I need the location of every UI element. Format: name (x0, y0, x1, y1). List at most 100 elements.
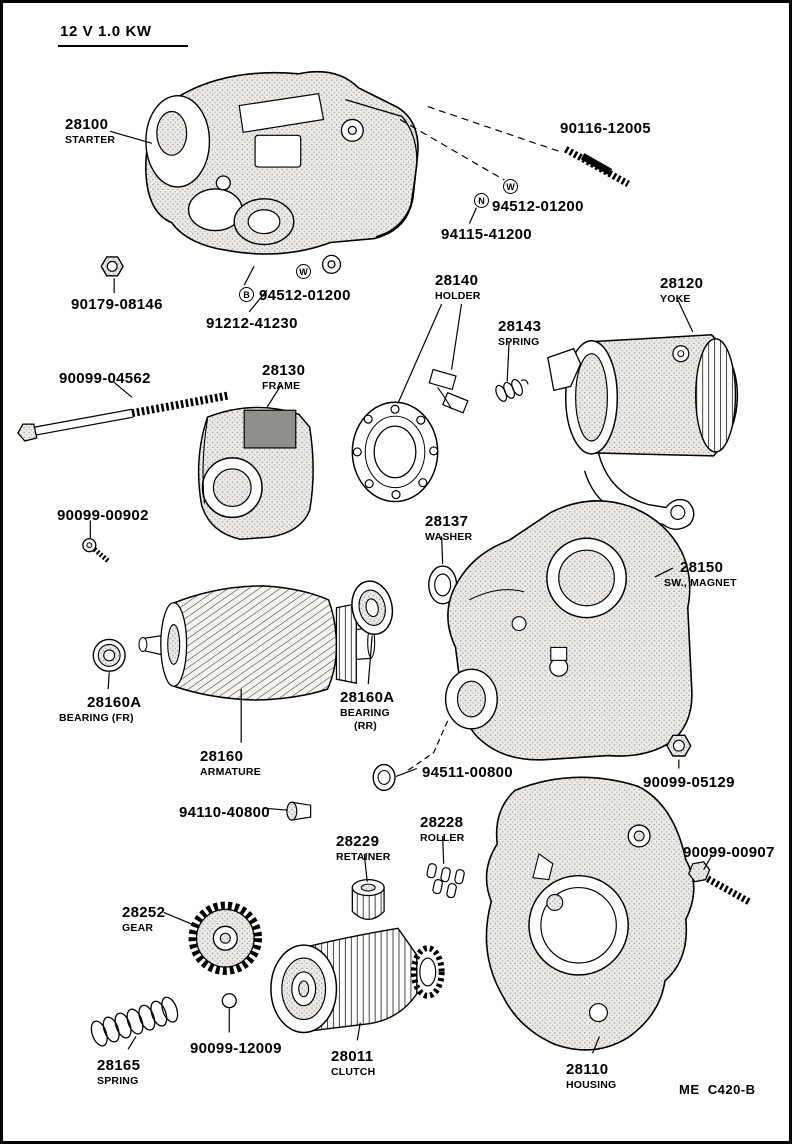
part-code: 28130 (262, 362, 306, 379)
plug-94110-drawing (286, 801, 312, 821)
part-label-90099-00907-23: 90099-00907 (683, 845, 775, 861)
part-code: 91212-41230 (206, 315, 298, 332)
part-code: 28150 (680, 559, 724, 576)
part-code: 94512-01200 (492, 198, 584, 215)
part-code: 90116-12005 (560, 120, 651, 137)
part-name: BEARING (FR) (59, 711, 134, 724)
part-code: 90099-00902 (57, 507, 149, 524)
part-code: 90099-04562 (59, 370, 151, 387)
part-label-90099-04562-10: 90099-04562 (59, 371, 151, 387)
nut-90099-05129-drawing (666, 734, 692, 757)
part-code: 90099-12009 (190, 1040, 282, 1057)
part-label-94511-00800-18: 94511-00800 (422, 765, 513, 781)
part-code: 28140 (435, 272, 479, 289)
retainer-drawing (351, 879, 385, 920)
starter-assembly-drawing (145, 70, 419, 274)
part-code: 28011 (331, 1048, 374, 1065)
part-name: BEARING (340, 706, 390, 719)
part-name: SPRING (498, 335, 540, 348)
circled-letter-W: W (503, 179, 518, 194)
part-name: HOLDER (435, 289, 481, 302)
part-code: 90099-00907 (683, 844, 775, 861)
part-name: SPRING (97, 1074, 139, 1087)
bearing-rr-drawing (351, 580, 394, 636)
ball-drawing (221, 993, 237, 1009)
part-name: ARMATURE (200, 765, 261, 778)
part-label-94512-01200-5: 94512-01200 (259, 288, 351, 304)
part-code: 28160 (200, 748, 244, 765)
part-code: 28252 (122, 904, 166, 921)
bolt-90099-00907-drawing (688, 861, 752, 906)
frame-drawing (197, 406, 314, 541)
exploded-diagram-art (17, 70, 752, 1054)
part-label-94115-41200-3: 94115-41200 (441, 227, 532, 243)
part-name: FRAME (262, 379, 301, 392)
part-label-91212-41230-6: 91212-41230 (206, 316, 298, 332)
washer-28137-drawing (428, 565, 458, 605)
bearing-fr-drawing (92, 638, 126, 672)
stud-bolt-drawing (564, 146, 630, 187)
part-name: SW., MAGNET (664, 576, 737, 589)
part-label-90099-12009-25: 90099-12009 (190, 1041, 282, 1057)
through-bolt-drawing (17, 391, 230, 442)
part-name: HOUSING (566, 1078, 617, 1091)
part-code: 28137 (425, 513, 469, 530)
circled-letter-W: W (296, 264, 311, 279)
leader-lines (89, 105, 713, 1054)
spring-28165-drawing (90, 996, 179, 1047)
part-code: 28110 (566, 1061, 609, 1078)
housing-drawing (485, 776, 695, 1051)
part-code: 94115-41200 (441, 226, 532, 243)
part-name: WASHER (425, 530, 473, 543)
part-code: 28160A (87, 694, 142, 711)
part-code: 28160A (340, 689, 395, 706)
part-code: 28165 (97, 1057, 141, 1074)
page-title: 12 V 1.0 KW (58, 23, 188, 47)
part-code: 94511-00800 (422, 764, 513, 781)
part-label-90099-00902-12: 90099-00902 (57, 508, 149, 524)
circled-letter-N: N (474, 193, 489, 208)
part-code: 90179-08146 (71, 296, 163, 313)
gear-drawing (188, 901, 263, 975)
washer-94511-drawing (372, 763, 396, 792)
yoke-drawing (547, 334, 739, 531)
part-name: CLUTCH (331, 1065, 376, 1078)
armature-drawing (138, 585, 376, 701)
part-name: ROLLER (420, 831, 465, 844)
part-label-94512-01200-2: 94512-01200 (492, 199, 584, 215)
spring-28143-drawing (495, 378, 529, 402)
part-code: 28120 (660, 275, 704, 292)
magnet-switch-drawing (444, 499, 693, 761)
part-code: 94110-40800 (179, 804, 270, 821)
part-code: 28143 (498, 318, 542, 335)
circled-letter-B: B (239, 287, 254, 302)
part-name: GEAR (122, 921, 154, 934)
rollers-drawing (426, 863, 465, 899)
part-label-90116-12005-1: 90116-12005 (560, 121, 651, 137)
part-name: (RR) (354, 719, 377, 732)
clutch-drawing (270, 927, 445, 1034)
part-code: 28228 (420, 814, 464, 831)
part-label-90179-08146-4: 90179-08146 (71, 297, 163, 313)
part-code: 90099-05129 (643, 774, 735, 791)
part-code: 94512-01200 (259, 287, 351, 304)
part-name: STARTER (65, 133, 116, 146)
